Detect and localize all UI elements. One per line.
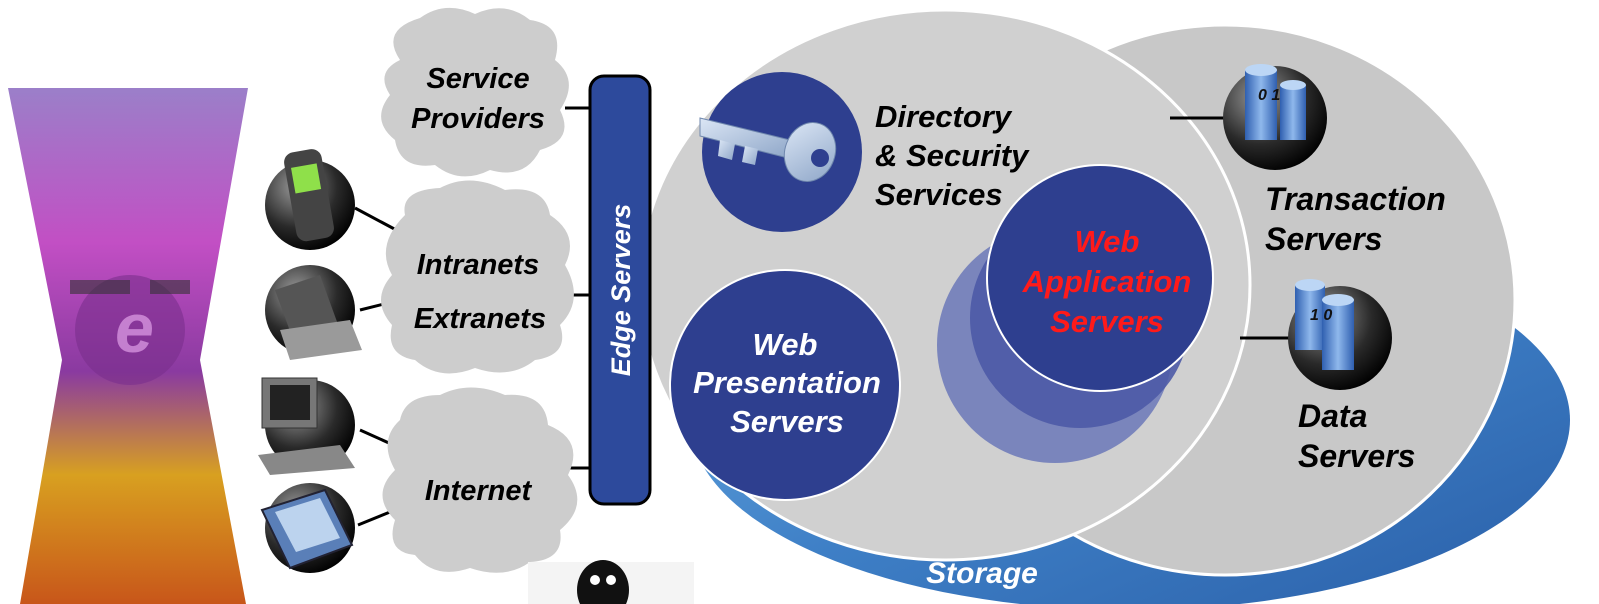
cloud-internet: Internet bbox=[382, 387, 578, 573]
intranets-label: Intranets bbox=[417, 249, 539, 281]
edge-servers-bar: Edge Servers bbox=[588, 74, 652, 506]
edge-servers-label: Edge Servers bbox=[606, 204, 636, 377]
data-servers-label-2: Servers bbox=[1298, 438, 1415, 474]
extranets-label: Extranets bbox=[414, 303, 546, 335]
svg-text:0 1: 0 1 bbox=[1258, 87, 1280, 104]
laptop-icon bbox=[265, 265, 362, 360]
desktop-computer-icon bbox=[258, 377, 355, 475]
directory-label-2: & Security bbox=[875, 138, 1030, 173]
service-providers-label-1: Service bbox=[426, 63, 529, 95]
cloud-service-providers: Service Providers bbox=[381, 7, 569, 177]
web-presentation-label-3: Servers bbox=[730, 404, 844, 439]
pda-icon bbox=[260, 483, 355, 573]
directory-label-1: Directory bbox=[875, 99, 1013, 134]
mobile-phone-icon bbox=[265, 149, 355, 250]
web-presentation-label-1: Web bbox=[753, 327, 818, 362]
storage-label: Storage bbox=[926, 557, 1038, 590]
cloud-intranets-extranets: Intranets Extranets bbox=[381, 180, 574, 374]
web-application-node: Web Application Servers bbox=[937, 164, 1214, 463]
web-application-label-2: Application bbox=[1022, 264, 1192, 299]
penguin-icon bbox=[528, 560, 694, 604]
svg-text:e: e bbox=[115, 289, 154, 367]
service-providers-label-2: Providers bbox=[411, 103, 545, 135]
web-application-label-3: Servers bbox=[1050, 304, 1164, 339]
web-application-label-1: Web bbox=[1075, 224, 1140, 259]
transaction-servers-label-2: Servers bbox=[1265, 221, 1382, 257]
key-icon bbox=[699, 117, 837, 182]
decorative-art-panel: e bbox=[8, 88, 248, 604]
database-icon: 0 1 bbox=[1223, 64, 1327, 170]
data-servers-label-1: Data bbox=[1298, 398, 1367, 434]
internet-label: Internet bbox=[425, 475, 533, 507]
web-presentation-label-2: Presentation bbox=[693, 365, 881, 400]
database-icon: 1 0 bbox=[1288, 279, 1392, 390]
web-presentation-node: Web Presentation Servers bbox=[669, 269, 901, 501]
directory-label-3: Services bbox=[875, 177, 1003, 212]
svg-text:1 0: 1 0 bbox=[1310, 307, 1332, 324]
transaction-servers-label-1: Transaction bbox=[1265, 181, 1446, 217]
directory-security-node bbox=[699, 72, 862, 232]
